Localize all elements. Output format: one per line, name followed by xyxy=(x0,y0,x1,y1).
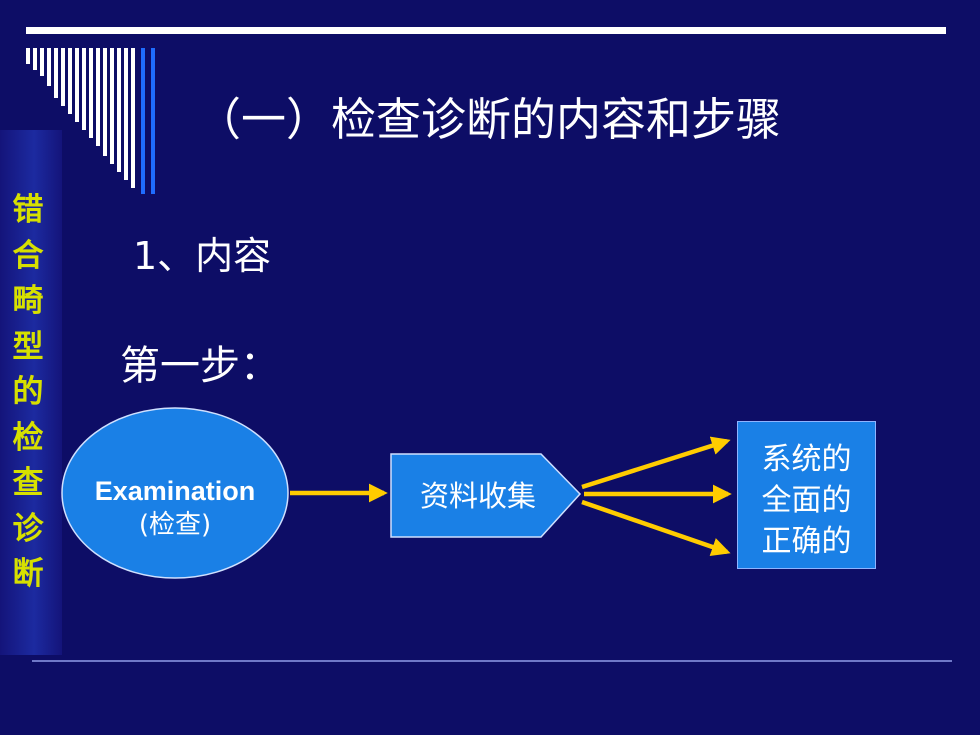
examination-label-cn: (检查) xyxy=(138,510,212,540)
collect-label: 资料收集 xyxy=(419,479,536,513)
result-item: 正确的 xyxy=(761,524,852,559)
side-panel xyxy=(0,130,62,655)
side-title-char: 查 xyxy=(12,465,44,501)
result-box: 系统的 全面的 正确的 xyxy=(737,421,876,569)
result-item: 系统的 xyxy=(761,442,852,477)
arrow-to-result-top xyxy=(581,436,731,490)
arrow-to-result-bottom xyxy=(581,499,731,557)
side-title-char: 检 xyxy=(12,419,44,456)
side-title-char: 诊 xyxy=(12,510,44,547)
side-title-char: 断 xyxy=(12,556,44,592)
step-label: 第一步： xyxy=(120,343,280,389)
side-title-char: 型 xyxy=(12,328,44,365)
collect-pentagon xyxy=(390,453,582,538)
side-title-char: 错 xyxy=(12,192,44,228)
side-title-char: 畸 xyxy=(12,283,44,319)
slide-title: （一）检查诊断的内容和步骤 xyxy=(196,93,782,146)
bottom-rule xyxy=(32,660,952,662)
examination-label: Examination (检查) xyxy=(62,474,288,542)
side-title: 错 合 畸 型 的 检 查 诊 断 xyxy=(8,188,48,598)
examination-ellipse xyxy=(61,407,289,579)
examination-label-en: Examination xyxy=(94,476,256,506)
top-rule xyxy=(26,27,946,34)
side-title-char: 合 xyxy=(12,237,44,274)
side-title-char: 的 xyxy=(12,374,44,410)
result-item: 全面的 xyxy=(761,483,852,518)
section-heading: 1、内容 xyxy=(133,234,272,278)
